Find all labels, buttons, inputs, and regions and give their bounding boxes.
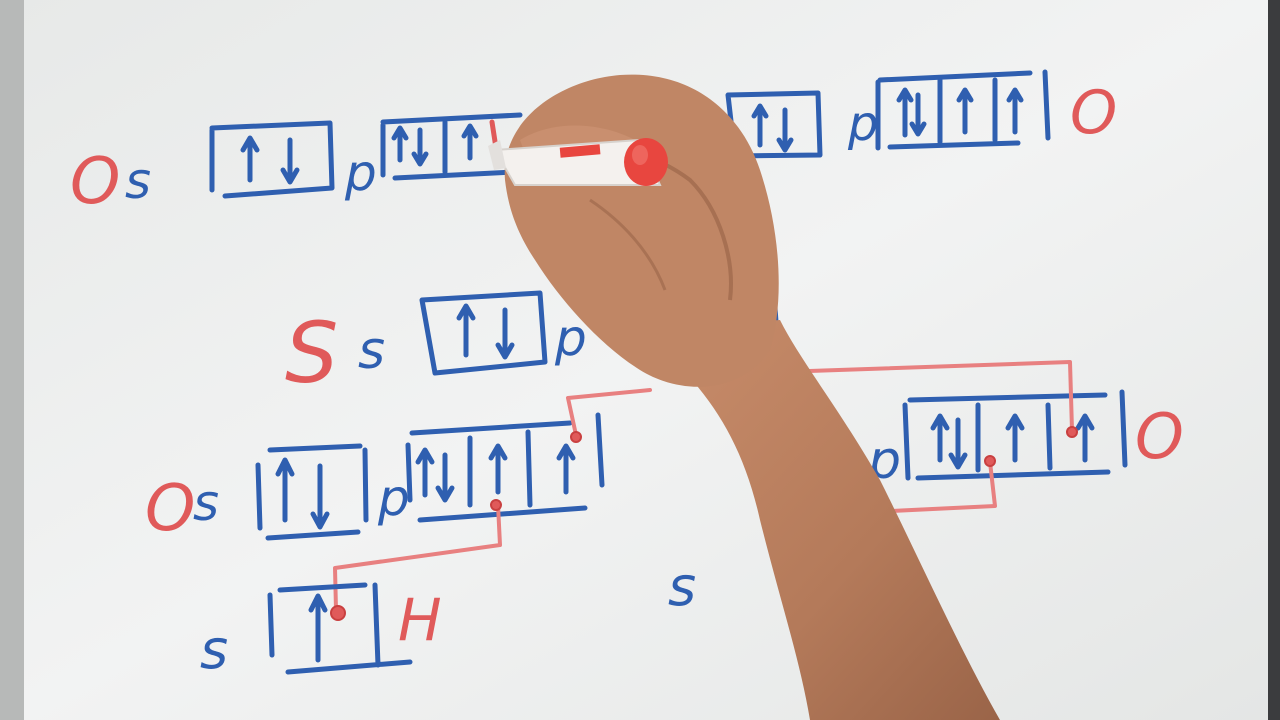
marker-cap-highlight xyxy=(632,145,648,165)
row3-s-box xyxy=(255,443,369,541)
row2-s-label: s xyxy=(358,321,385,381)
row1-right-element: O xyxy=(1070,78,1117,148)
red-marker xyxy=(488,138,668,186)
marker-cap xyxy=(624,138,668,186)
row4-s-label: s xyxy=(200,618,228,681)
marker-band xyxy=(559,144,601,158)
forearm xyxy=(640,320,1000,720)
row1-p-box xyxy=(380,112,523,181)
row4-element: H xyxy=(398,586,442,654)
row1-s-label: s xyxy=(125,152,151,210)
board-left-frame xyxy=(0,0,24,720)
board-right-frame xyxy=(1268,0,1280,720)
row3-right-element: O xyxy=(1135,400,1184,473)
row2-s-box xyxy=(419,290,548,376)
row1-left-element: O xyxy=(70,145,120,219)
row2-element: S xyxy=(285,304,338,402)
marker-body xyxy=(493,138,662,186)
row3-p-label: p xyxy=(377,469,410,527)
row1-s-box xyxy=(209,120,335,199)
row4-s-box xyxy=(267,582,413,675)
bond-dots xyxy=(330,426,1078,621)
row3-p-box xyxy=(405,412,605,523)
finger-crease xyxy=(589,198,667,291)
row4-right-s-label: s xyxy=(668,555,696,618)
row3-s-label: s xyxy=(193,474,219,532)
row1-p-label: p xyxy=(344,144,377,202)
row1-right-p-box xyxy=(875,69,1051,151)
row1-right-p-label: p xyxy=(847,96,878,152)
row3-left-element: O xyxy=(145,472,195,546)
marker-tip xyxy=(488,140,506,170)
row3-right-p-box xyxy=(902,389,1128,481)
